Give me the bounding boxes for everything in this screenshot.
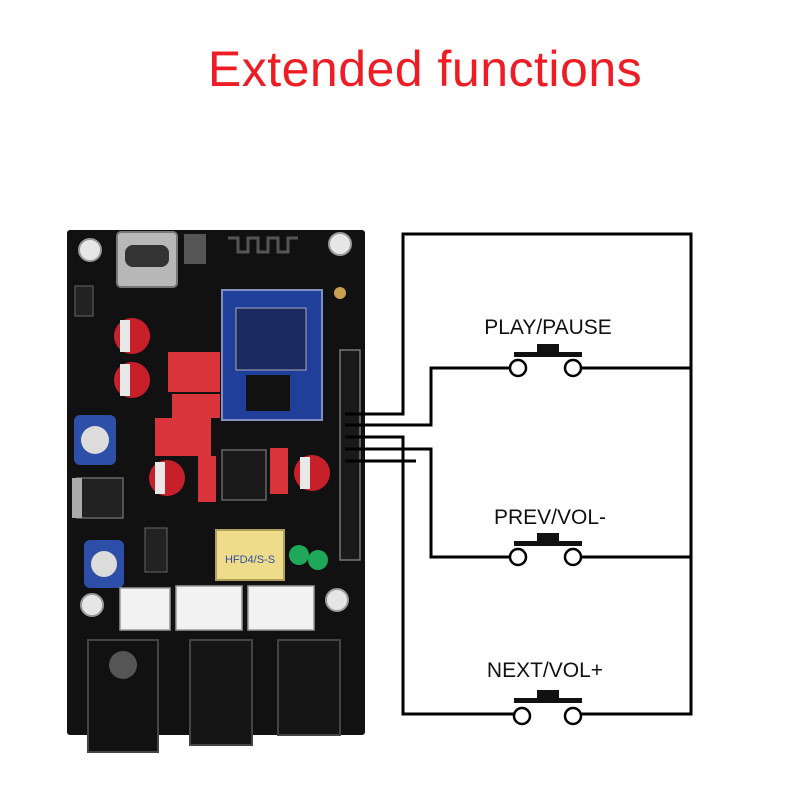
- audio-jack: [277, 639, 341, 736]
- button-label: NEXT/VOL+: [487, 659, 603, 682]
- button-play-pause[interactable]: PLAY/PAUSE: [484, 316, 612, 378]
- button-next-vol-up[interactable]: NEXT/VOL+: [487, 659, 603, 726]
- button-label: PREV/VOL-: [494, 506, 606, 529]
- film-capacitor: [168, 352, 220, 392]
- capacitor-blue: [74, 415, 116, 465]
- button-label: PLAY/PAUSE: [484, 316, 612, 339]
- regulator: [76, 477, 124, 519]
- relay: [215, 529, 285, 581]
- button-prev-vol-down[interactable]: PREV/VOL-: [494, 506, 606, 567]
- wires: [345, 232, 693, 716]
- capacitor-red: [294, 455, 330, 491]
- connector: [119, 587, 171, 631]
- film-capacitor: [270, 448, 288, 494]
- mount-hole: [325, 588, 349, 612]
- page-title: Extended functions: [207, 41, 643, 97]
- capacitor-red: [114, 318, 150, 354]
- audio-board: HFD4/S-S: [67, 230, 365, 753]
- wire-prev-left: [345, 447, 518, 559]
- mount-hole: [328, 232, 352, 256]
- connector: [175, 585, 243, 631]
- capacitor-red: [149, 460, 185, 496]
- film-capacitor: [155, 418, 211, 456]
- mount-hole: [80, 593, 104, 617]
- led-green: [308, 550, 328, 570]
- mount-hole: [78, 238, 102, 262]
- wire-play-left: [345, 366, 518, 427]
- led-green: [289, 545, 309, 565]
- pin-header: [339, 349, 361, 561]
- connector: [247, 585, 315, 631]
- capacitor-blue: [84, 540, 124, 588]
- film-capacitor: [198, 456, 216, 502]
- audio-jack: [189, 639, 253, 746]
- wire-common: [345, 232, 693, 716]
- wire-next-left: [345, 435, 518, 716]
- capacitor-red: [114, 362, 150, 398]
- dac-chip: [221, 449, 267, 501]
- relay-label: HFD4/S-S: [225, 554, 275, 566]
- antenna-trace: [228, 236, 298, 254]
- film-capacitor: [172, 394, 220, 418]
